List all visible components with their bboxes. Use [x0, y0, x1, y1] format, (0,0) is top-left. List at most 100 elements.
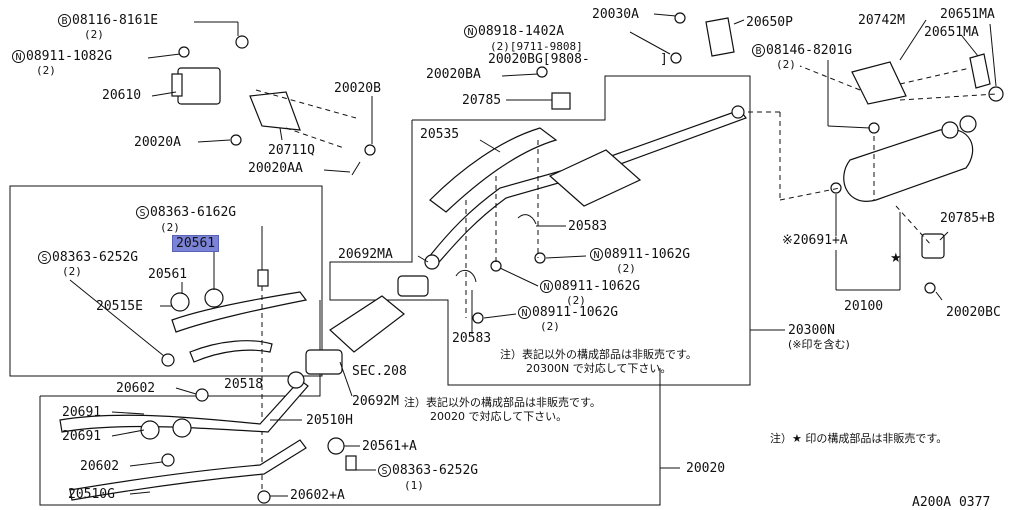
box-20020-group	[39, 368, 661, 506]
label-20602-b: 20602	[80, 459, 120, 474]
gasket-20691-b	[172, 418, 192, 438]
label-20100: 20100	[844, 299, 884, 314]
gasket-20692m	[305, 349, 343, 375]
gasket-20692ma	[397, 275, 429, 297]
label-20535: 20535	[420, 127, 460, 142]
catalyst-sec208	[329, 295, 405, 353]
clamp-20583-b	[455, 269, 477, 283]
gasket-20691a	[830, 182, 842, 194]
label-20020b: 20020B	[334, 81, 381, 96]
note-20020-line2: 20020 で対応して下さい。	[430, 410, 568, 423]
label-20691a: ※20691+A	[782, 233, 848, 248]
insulator-20785	[551, 92, 571, 110]
label-20692m: 20692M	[352, 394, 399, 409]
pipe-20515e	[171, 291, 308, 333]
bolt-08146-8201g	[868, 122, 880, 134]
gasket-20561-right	[204, 288, 224, 308]
qty-08363-6252g-b: (1)	[404, 479, 424, 492]
label-20515e: 20515E	[96, 299, 143, 314]
label-20610: 20610	[102, 88, 142, 103]
nut-08911-1062g-a	[534, 252, 546, 264]
label-20561-highlighted[interactable]: 20561	[172, 235, 220, 252]
qty-08116-8161e: (2)	[84, 28, 104, 41]
main-muffler-20100	[843, 128, 974, 202]
nut-20602	[195, 388, 209, 402]
qty-08363-6162g: (2)	[160, 221, 180, 234]
label-20742m: 20742M	[858, 13, 905, 28]
label-20785b: 20785+B	[940, 211, 995, 226]
label-20583-a: 20583	[568, 219, 608, 234]
diagram-code: A200A 0377	[912, 495, 991, 510]
stud-08363-6162g	[257, 269, 269, 287]
nut-20602-b	[161, 453, 175, 467]
label-20691-a: 20691	[62, 405, 102, 420]
label-20020ba: 20020BA	[426, 67, 481, 82]
label-20510h: 20510H	[306, 413, 353, 428]
qty-08911-1062g-a: (2)	[616, 262, 636, 275]
label-20561a: 20561+A	[362, 439, 417, 454]
label-20510g: 20510G	[68, 487, 115, 502]
label-20300n: 20300N	[788, 323, 835, 338]
label-20691-b: 20691	[62, 429, 102, 444]
label-20020a: 20020A	[134, 135, 181, 150]
label-20020bc: 20020BC	[946, 305, 1001, 320]
label-20300n-sub: (※印を含む)	[788, 338, 850, 351]
flange-20510h	[287, 371, 305, 389]
label-20020bg: 20020BG[9808-	[488, 52, 590, 67]
label-20785: 20785	[462, 93, 502, 108]
label-20602a: 20602+A	[290, 488, 345, 503]
hanger-20651ma-a	[969, 53, 991, 89]
qty-08911-1062g-b: (2)	[566, 294, 586, 307]
label-20583-b: 20583	[452, 331, 492, 346]
nut-20020ba	[536, 66, 548, 78]
nut-20602a	[257, 490, 271, 504]
pipe-20020-upper	[59, 379, 309, 433]
hanger-20650p	[705, 17, 735, 57]
label-20651ma-a: 20651MA	[940, 7, 995, 22]
note-20020-line1: 注）表記以外の構成部品は非販売です。	[404, 396, 601, 409]
note-20300n-line1: 注）表記以外の構成部品は非販売です。	[500, 348, 697, 361]
label-sec208: SEC.208	[352, 364, 407, 379]
nut-08911-1082g	[178, 46, 190, 58]
pipe-20510g	[69, 439, 307, 501]
label-20030a: 20030A	[592, 7, 639, 22]
label-20020bg-close: ]	[660, 52, 668, 67]
qty-08363-6252g: (2)	[62, 265, 82, 278]
qty-08918-1402a: (2)[9711-9808]	[490, 40, 583, 53]
gasket-20561-left	[170, 292, 190, 312]
nut-08911-1062g-c	[472, 312, 484, 324]
label-20020: 20020	[686, 461, 726, 476]
hanger-20651ma-b	[988, 86, 1004, 102]
bracket-20742m	[851, 61, 907, 105]
bolt-08116-8161e	[235, 35, 249, 49]
heat-insulator-20535	[429, 127, 558, 213]
qty-08146-8201g: (2)	[776, 58, 796, 71]
bolt-20020a	[230, 134, 242, 146]
clamp-20583-a	[517, 214, 537, 225]
stud-08363-6252g	[161, 353, 175, 367]
nut-08918-1402a	[670, 52, 682, 64]
center-pipe-20300n	[424, 109, 747, 269]
stud-08363-6252g-b	[345, 455, 357, 471]
nut-20020bc	[924, 282, 936, 294]
insulator-20785b	[921, 233, 945, 259]
box-20300n-group	[329, 75, 751, 386]
label-20711q: 20711Q	[268, 143, 315, 158]
qty-08911-1062g-c: (2)	[540, 320, 560, 333]
label-20651ma-b: 20651MA	[924, 25, 979, 40]
hanger-20610	[177, 67, 221, 105]
label-20602: 20602	[116, 381, 156, 396]
nut-08911-1062g-b	[490, 260, 502, 272]
